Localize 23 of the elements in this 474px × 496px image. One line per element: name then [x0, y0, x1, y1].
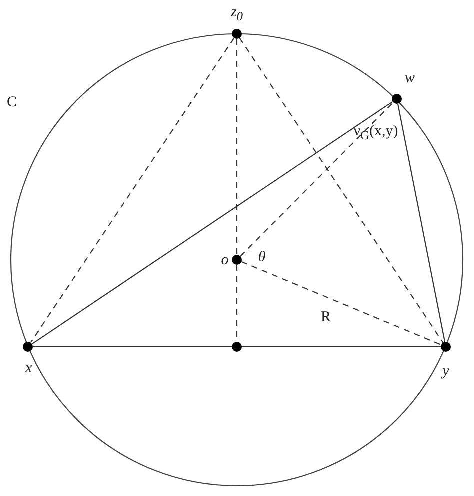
dashed-line — [240, 102, 394, 257]
point-label: y — [442, 364, 450, 380]
dashed-line — [236, 39, 238, 255]
line-segment — [397, 104, 446, 342]
line-segment — [33, 346, 441, 348]
point-label: x — [26, 362, 32, 376]
line-segment — [32, 101, 394, 345]
point-label: o — [221, 254, 229, 268]
math-label: R — [321, 310, 331, 326]
math-label: C — [7, 96, 17, 110]
point-dot — [441, 342, 451, 352]
math-label: θ — [258, 250, 266, 266]
dashed-line — [239, 38, 444, 344]
point-dot — [392, 94, 402, 104]
point-label: w — [405, 72, 415, 86]
point-dot — [23, 342, 33, 352]
point-dot — [232, 29, 242, 39]
point-dot — [232, 342, 242, 352]
dashed-line — [30, 38, 235, 344]
dashed-line — [241, 261, 442, 346]
math-label: ν$_{G}$(x,y) — [354, 124, 398, 142]
point-label: z$_{0}$ — [230, 5, 244, 23]
point-dot — [232, 255, 242, 265]
